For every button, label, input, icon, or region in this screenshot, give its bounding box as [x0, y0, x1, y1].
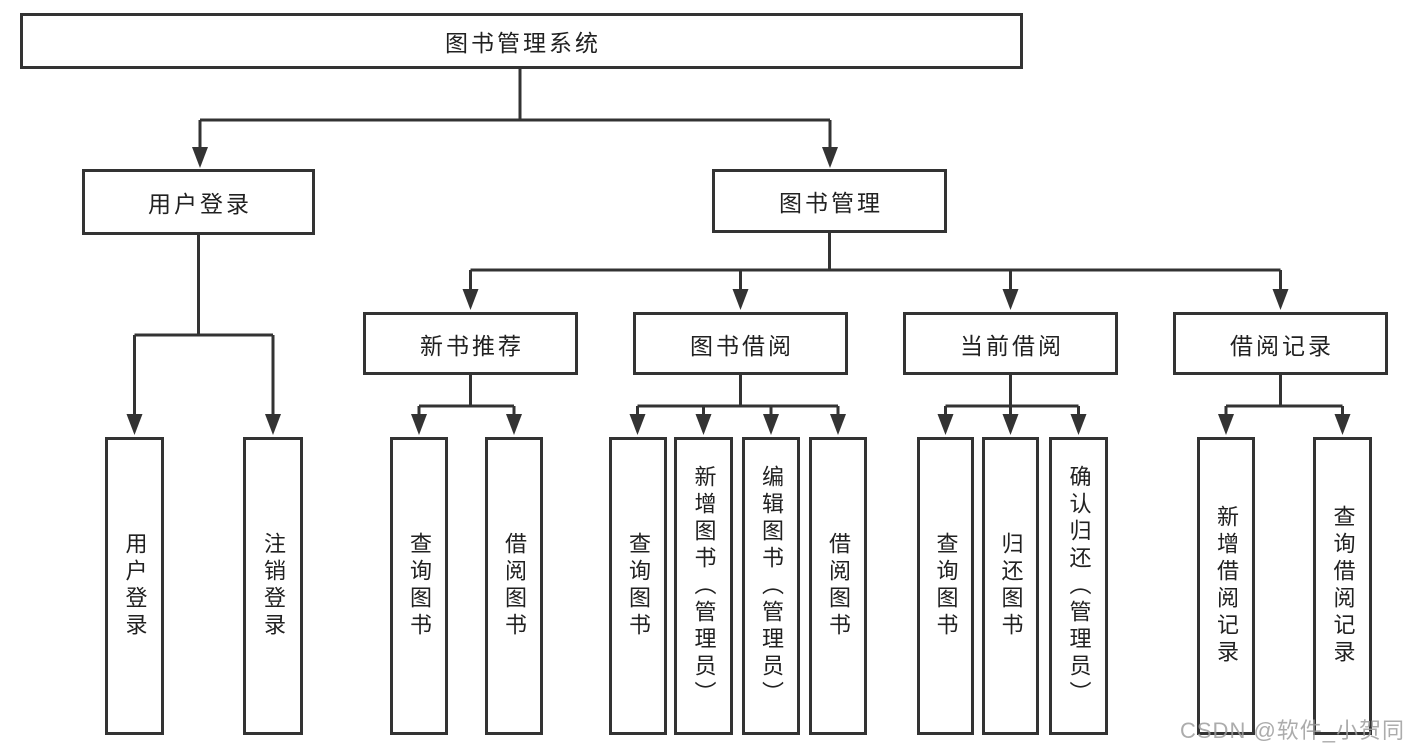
leaf-query-books-recommend: 查询图书: [390, 437, 448, 735]
connector-book-management-to-level3: [469, 233, 1282, 291]
connector-current-borrow-to-leaves: [944, 375, 1080, 416]
node-label: 图书借阅: [690, 332, 794, 359]
node-label: 新增借阅记录: [1214, 505, 1239, 667]
connector-root-to-level2: [198, 69, 832, 150]
leaf-logout: 注销登录: [243, 437, 303, 735]
node-label: 图书管理: [779, 190, 883, 216]
leaf-add-books-admin: 新增图书（管理员）: [674, 437, 733, 735]
leaf-borrow-books-recommend: 借阅图书: [485, 437, 543, 735]
node-label: 编辑图书（管理员）: [759, 464, 784, 708]
connector-user-login-to-leaves: [133, 235, 275, 416]
leaf-query-borrow-record: 查询借阅记录: [1313, 437, 1372, 735]
leaf-add-borrow-record: 新增借阅记录: [1197, 437, 1255, 735]
node-label: 新书推荐: [420, 332, 524, 359]
leaf-edit-books-admin: 编辑图书（管理员）: [742, 437, 800, 735]
node-label: 当前借阅: [960, 332, 1064, 359]
node-label: 查询借阅记录: [1330, 505, 1356, 667]
node-label: 借阅图书: [826, 532, 851, 640]
node-label: 查询图书: [933, 532, 959, 640]
node-label: 归还图书: [998, 532, 1024, 640]
node-label: 注销登录: [261, 532, 286, 640]
arrowheads: [126, 147, 1351, 435]
node-label: 确认归还（管理员）: [1066, 464, 1092, 708]
leaf-borrow-books: 借阅图书: [809, 437, 867, 735]
node-label: 用户登录: [148, 191, 252, 217]
leaf-query-books-borrow: 查询图书: [609, 437, 667, 735]
node-label: 用户登录: [122, 532, 148, 640]
connector-borrow-records-to-leaves: [1224, 375, 1344, 416]
leaf-return-books: 归还图书: [982, 437, 1039, 735]
node-user-login: 用户登录: [82, 169, 315, 235]
node-label: 查询图书: [407, 532, 432, 640]
connector-new-book-recommend-to-leaves: [417, 375, 516, 416]
node-library-management-system: 图书管理系统: [20, 13, 1023, 69]
node-label: 借阅图书: [502, 532, 527, 640]
csdn-watermark: CSDN @软件_小贺同学: [1180, 718, 1405, 743]
leaf-confirm-return-admin: 确认归还（管理员）: [1049, 437, 1108, 735]
node-label: 查询图书: [626, 532, 651, 640]
node-label: 图书管理系统: [445, 30, 601, 56]
leaf-user-login: 用户登录: [105, 437, 164, 735]
connector-book-borrow-to-leaves: [636, 375, 840, 416]
leaf-query-books-current: 查询图书: [917, 437, 974, 735]
node-book-borrow: 图书借阅: [633, 312, 848, 375]
node-new-book-recommend: 新书推荐: [363, 312, 578, 375]
node-book-management: 图书管理: [712, 169, 947, 233]
node-borrow-records: 借阅记录: [1173, 312, 1388, 375]
node-label: 借阅记录: [1230, 332, 1334, 359]
node-label: 新增图书（管理员）: [691, 464, 717, 708]
node-current-borrow: 当前借阅: [903, 312, 1118, 375]
